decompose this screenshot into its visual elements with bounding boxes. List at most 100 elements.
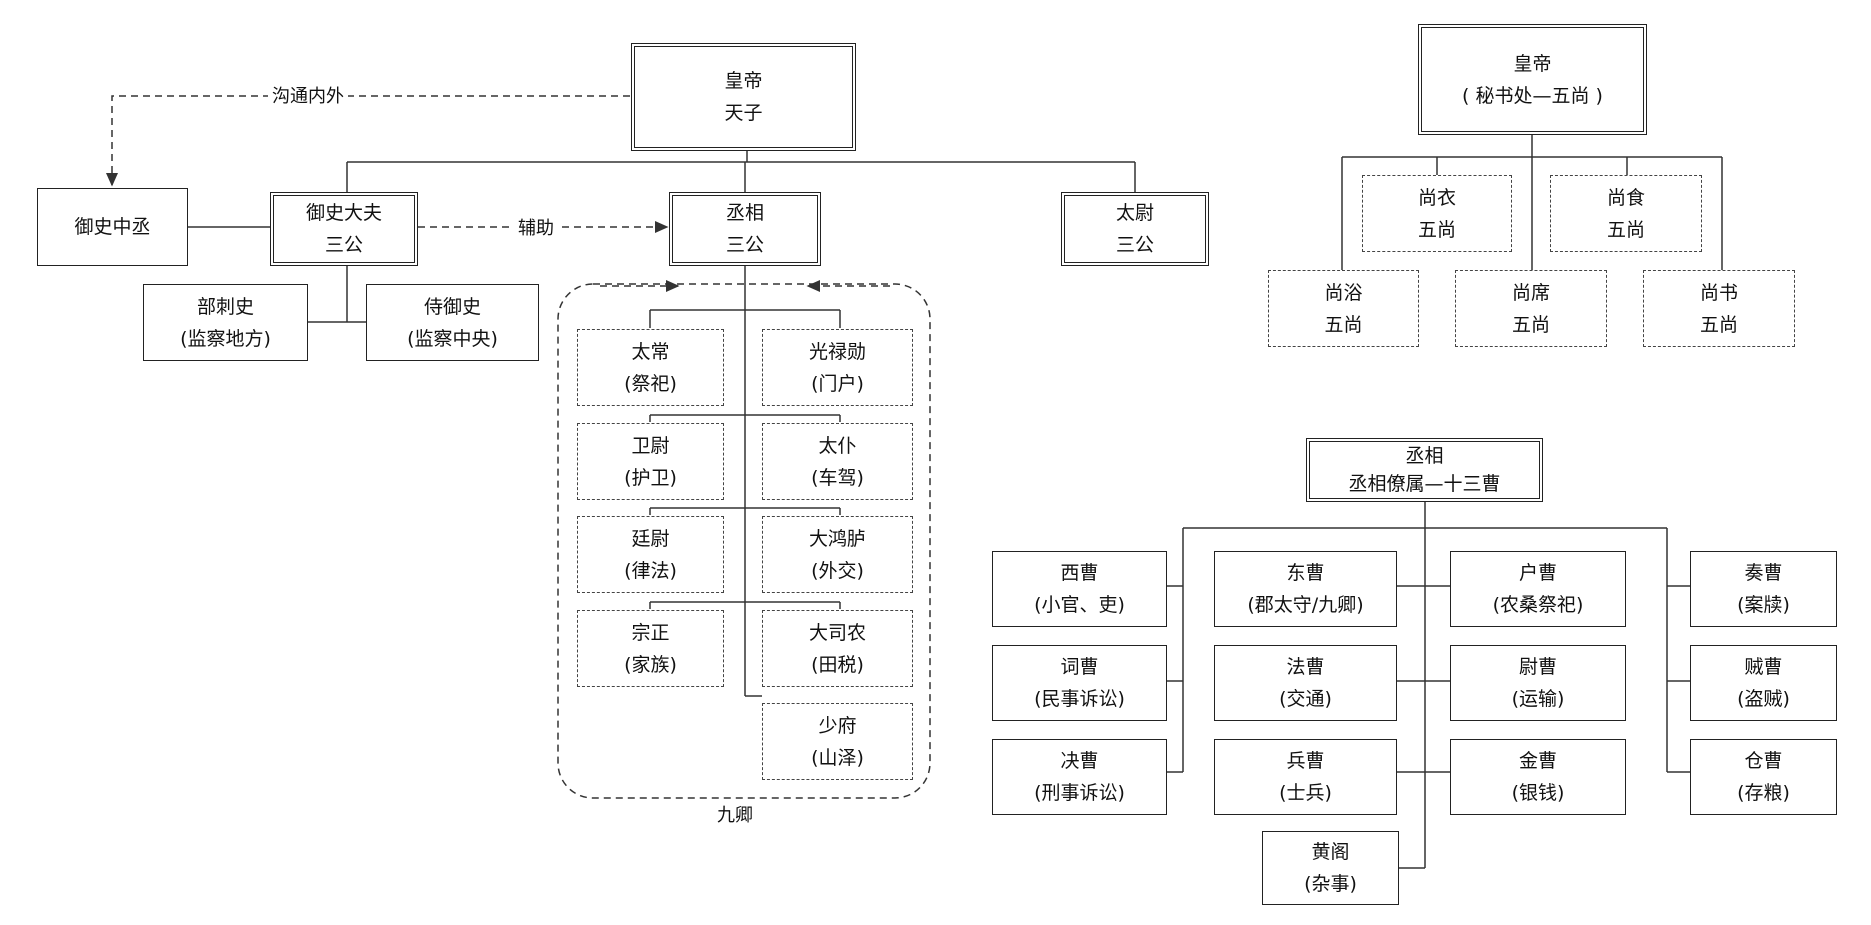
cao-dong: 东曹 (郡太守/九卿) bbox=[1214, 551, 1397, 627]
minister-duty: (祭祀) bbox=[624, 372, 677, 395]
cao-title: 词曹 bbox=[1060, 656, 1099, 678]
cao-duty: (郡太守/九卿) bbox=[1247, 594, 1364, 616]
label-jiuqing: 九卿 bbox=[713, 801, 757, 827]
cao-title: 西曹 bbox=[1060, 562, 1099, 584]
cao-duty: (杂事) bbox=[1304, 873, 1357, 895]
cao-title: 黄阁 bbox=[1311, 841, 1350, 863]
cao-duty: (运输) bbox=[1511, 688, 1565, 710]
cao-title: 东曹 bbox=[1286, 562, 1325, 584]
shang-title: 尚衣 bbox=[1417, 186, 1456, 209]
huang-ge: 黄阁 (杂事) bbox=[1262, 831, 1399, 905]
shi-yushi-title: 侍御史 bbox=[423, 295, 481, 318]
minister-duty: (护卫) bbox=[624, 466, 677, 489]
shang-subtitle: 五尚 bbox=[1417, 218, 1456, 241]
minister-title: 卫尉 bbox=[631, 434, 670, 457]
shang-shi-box: 尚食 五尚 bbox=[1550, 175, 1702, 252]
yushi-dafu-subtitle: 三公 bbox=[324, 234, 363, 256]
emperor-subtitle: 天子 bbox=[724, 102, 763, 124]
minister-duty: (外交) bbox=[811, 559, 864, 582]
yushi-dafu-box: 御史大夫 三公 bbox=[270, 192, 418, 266]
cao-jue: 决曹 (刑事诉讼) bbox=[992, 739, 1167, 815]
cao-duty: (民事诉讼) bbox=[1034, 688, 1125, 710]
taiwei-title: 太尉 bbox=[1115, 202, 1154, 224]
emperor-secretariat-box: 皇帝 ( 秘书处—五尚 ) bbox=[1418, 24, 1647, 135]
cao-duty: (盗贼) bbox=[1737, 688, 1790, 710]
shang-yi-box: 尚衣 五尚 bbox=[1362, 175, 1512, 252]
cao-title: 决曹 bbox=[1060, 750, 1099, 772]
shi-yushi-box: 侍御史 (监察中央) bbox=[366, 284, 539, 361]
minister-duty: (田税) bbox=[811, 653, 864, 676]
cao-duty: (银钱) bbox=[1511, 782, 1565, 804]
cao-duty: (刑事诉讼) bbox=[1034, 782, 1125, 804]
shang-yu-box: 尚浴 五尚 bbox=[1268, 270, 1419, 347]
minister-weiwei: 卫尉 (护卫) bbox=[577, 423, 724, 500]
cao-title: 仓曹 bbox=[1744, 750, 1783, 772]
emperor-box: 皇帝 天子 bbox=[631, 43, 856, 151]
shang-subtitle: 五尚 bbox=[1699, 313, 1738, 336]
emperor-secretariat-title: 皇帝 bbox=[1513, 52, 1552, 75]
minister-title: 大鸿胪 bbox=[808, 527, 866, 550]
yushi-zhongcheng-box: 御史中丞 bbox=[37, 188, 188, 266]
cao-duty: (存粮) bbox=[1737, 782, 1790, 804]
shang-subtitle: 五尚 bbox=[1511, 313, 1550, 336]
minister-title: 大司农 bbox=[808, 621, 866, 644]
minister-title: 太常 bbox=[631, 340, 670, 363]
shang-title: 尚食 bbox=[1606, 186, 1645, 209]
label-goutong: 沟通内外 bbox=[268, 82, 348, 108]
yushi-zhongcheng-label: 御史中丞 bbox=[74, 216, 151, 238]
cao-title: 法曹 bbox=[1286, 656, 1325, 678]
chengxiang-subtitle: 三公 bbox=[725, 234, 764, 256]
cao-cang: 仓曹 (存粮) bbox=[1690, 739, 1837, 815]
cao-zou: 奏曹 (案牍) bbox=[1690, 551, 1837, 627]
bu-cishi-box: 部刺史 (监察地方) bbox=[143, 284, 308, 361]
taiwei-box: 太尉 三公 bbox=[1061, 192, 1209, 266]
cao-jin: 金曹 (银钱) bbox=[1450, 739, 1626, 815]
taiwei-subtitle: 三公 bbox=[1115, 234, 1154, 256]
chengxiang-title: 丞相 bbox=[725, 202, 764, 224]
minister-duty: (门户) bbox=[811, 372, 864, 395]
chengxiang-staff-title: 丞相 bbox=[1405, 445, 1444, 467]
minister-title: 宗正 bbox=[631, 621, 670, 644]
cao-wei: 尉曹 (运输) bbox=[1450, 645, 1626, 721]
shang-subtitle: 五尚 bbox=[1324, 313, 1363, 336]
minister-dahonglu: 大鸿胪 (外交) bbox=[762, 516, 913, 593]
yushi-dafu-title: 御史大夫 bbox=[305, 202, 382, 224]
shang-title: 尚席 bbox=[1511, 281, 1550, 304]
chengxiang-box: 丞相 三公 bbox=[669, 192, 821, 266]
minister-duty: (山泽) bbox=[811, 746, 864, 769]
minister-tingwei: 廷尉 (律法) bbox=[577, 516, 724, 593]
minister-taichang: 太常 (祭祀) bbox=[577, 329, 724, 406]
cao-hu: 户曹 (农桑祭祀) bbox=[1450, 551, 1626, 627]
cao-title: 金曹 bbox=[1518, 750, 1557, 772]
label-fuzhu: 辅助 bbox=[514, 214, 558, 240]
cao-duty: (交通) bbox=[1279, 688, 1332, 710]
cao-xi: 西曹 (小官、吏) bbox=[992, 551, 1167, 627]
cao-duty: (案牍) bbox=[1737, 594, 1790, 616]
cao-title: 贼曹 bbox=[1744, 656, 1783, 678]
minister-taipu: 太仆 (车驾) bbox=[762, 423, 913, 500]
shang-shu-box: 尚书 五尚 bbox=[1643, 270, 1795, 347]
bu-cishi-subtitle: (监察地方) bbox=[180, 327, 271, 350]
minister-guangluxun: 光禄勋 (门户) bbox=[762, 329, 913, 406]
minister-dasinong: 大司农 (田税) bbox=[762, 610, 913, 687]
shang-subtitle: 五尚 bbox=[1606, 218, 1645, 241]
minister-title: 光禄勋 bbox=[808, 340, 866, 363]
minister-duty: (家族) bbox=[624, 653, 677, 676]
emperor-secretariat-subtitle: ( 秘书处—五尚 ) bbox=[1462, 84, 1603, 107]
chengxiang-staff-box: 丞相 丞相僚属—十三曹 bbox=[1306, 438, 1543, 502]
cao-bing: 兵曹 (士兵) bbox=[1214, 739, 1397, 815]
cao-title: 兵曹 bbox=[1286, 750, 1325, 772]
chengxiang-staff-subtitle: 丞相僚属—十三曹 bbox=[1348, 473, 1501, 495]
shi-yushi-subtitle: (监察中央) bbox=[407, 327, 498, 350]
shang-title: 尚书 bbox=[1699, 281, 1738, 304]
cao-title: 尉曹 bbox=[1518, 656, 1557, 678]
minister-title: 少府 bbox=[818, 714, 857, 737]
bu-cishi-title: 部刺史 bbox=[196, 295, 254, 318]
cao-title: 奏曹 bbox=[1744, 562, 1783, 584]
minister-duty: (律法) bbox=[624, 559, 677, 582]
cao-zei: 贼曹 (盗贼) bbox=[1690, 645, 1837, 721]
minister-title: 廷尉 bbox=[631, 527, 670, 550]
cao-duty: (农桑祭祀) bbox=[1492, 594, 1584, 616]
emperor-title: 皇帝 bbox=[724, 70, 763, 92]
